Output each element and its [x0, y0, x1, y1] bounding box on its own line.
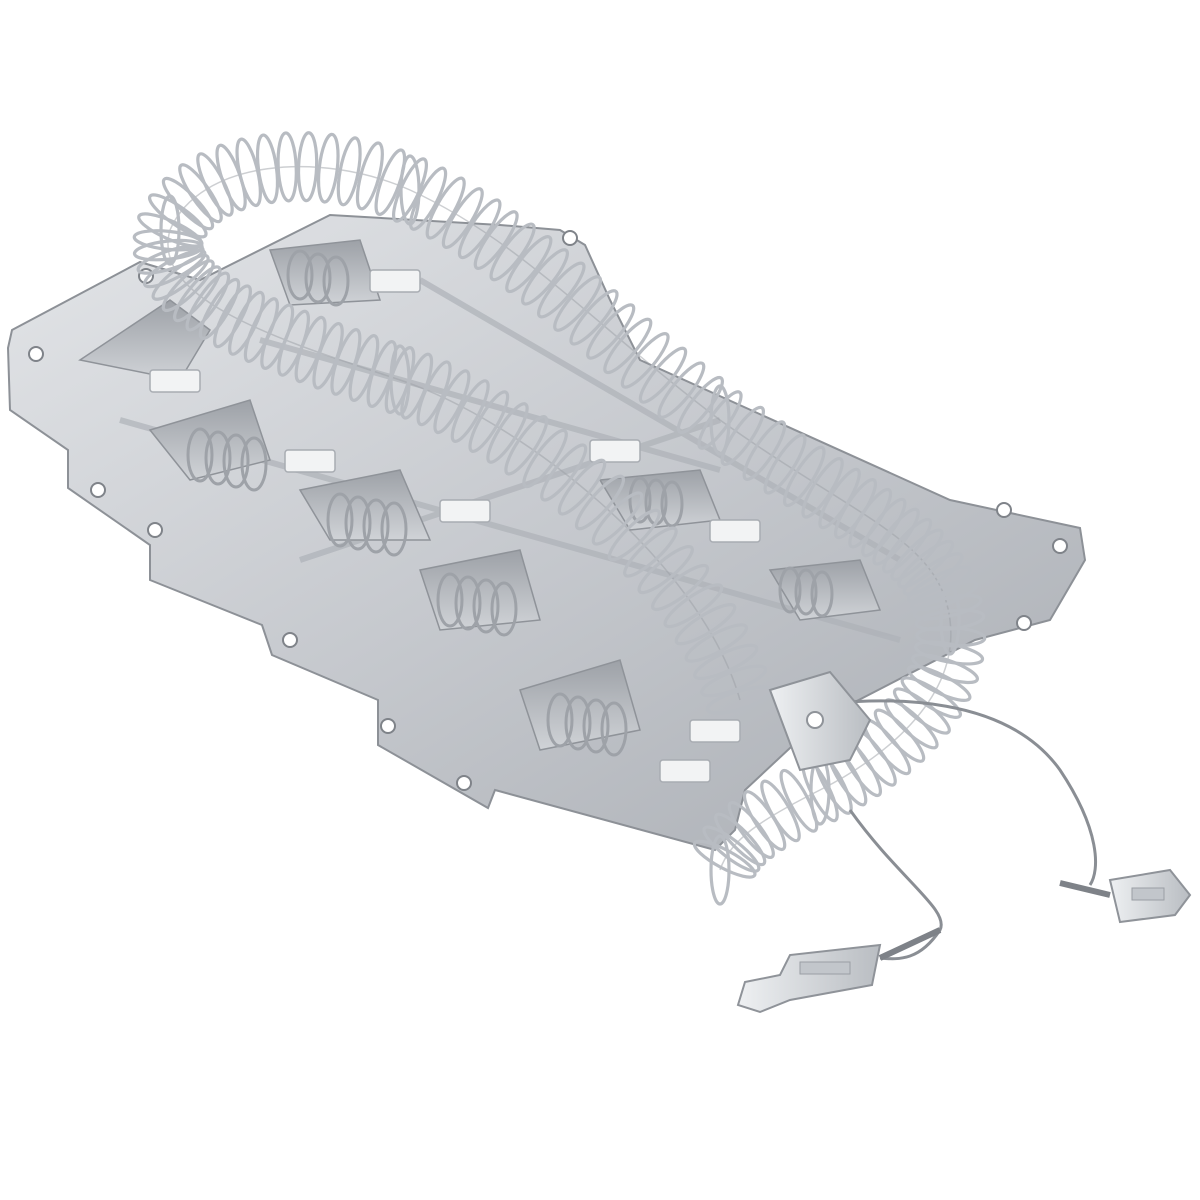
coil-turn — [676, 375, 724, 435]
coil-turn — [504, 415, 549, 476]
coil-turn — [147, 193, 208, 239]
coil-turn — [714, 812, 767, 867]
coil-turn — [441, 187, 484, 250]
coil-turn — [674, 603, 737, 646]
coil-turn — [151, 253, 210, 301]
coil-turn — [468, 390, 510, 453]
coil-turn — [540, 443, 588, 502]
coil-turn — [255, 133, 280, 205]
coil-turn — [173, 265, 222, 323]
coil-turn — [522, 428, 568, 489]
coil-turn — [638, 346, 688, 404]
coil-turn — [276, 131, 298, 203]
coil-turn — [450, 379, 490, 443]
coil-turn — [693, 643, 759, 681]
coil-turn — [637, 545, 694, 595]
coil-turn — [620, 332, 670, 389]
coil-turn — [702, 825, 761, 873]
coil-turn — [336, 136, 362, 207]
coil-turn — [697, 390, 743, 450]
coil-turn — [161, 176, 215, 231]
coil-turn — [537, 261, 586, 319]
coil-turn — [763, 433, 807, 495]
coil-turn — [890, 528, 944, 582]
coil-turn — [198, 277, 241, 341]
coil-turn — [897, 539, 955, 589]
coil-turn — [142, 248, 207, 289]
coil-turn — [720, 405, 765, 467]
coil-turn — [651, 563, 710, 612]
coil-turn — [742, 790, 787, 852]
coil-turn — [914, 640, 985, 666]
coil-turn — [801, 457, 844, 519]
coil-turn — [473, 210, 519, 270]
coil-turn — [553, 275, 603, 332]
coil-turn — [684, 623, 749, 663]
terminal-bracket — [768, 670, 872, 772]
coil-turn — [185, 271, 231, 332]
coil-turn — [374, 148, 407, 216]
lead-wires — [779, 699, 1098, 961]
coil-turn — [296, 131, 319, 203]
coil-turn — [489, 222, 536, 282]
coil-turn — [213, 284, 252, 349]
coil-turn — [228, 290, 265, 356]
coil-turn — [425, 176, 466, 240]
terminal-connector-right — [1059, 868, 1192, 924]
coil-turn — [521, 248, 569, 306]
coil-turn — [912, 593, 983, 621]
coil-turn — [161, 259, 215, 313]
coil-turn — [900, 676, 963, 719]
coil-turn — [709, 834, 731, 906]
coil-turn — [939, 584, 961, 656]
coil-turn — [911, 653, 979, 685]
terminal-connector-left — [736, 927, 942, 1014]
coil-turn — [902, 552, 964, 596]
coil-turn — [505, 235, 553, 294]
coil-turn — [243, 297, 280, 364]
coil-turn — [586, 303, 636, 360]
plate-openings — [78, 239, 882, 751]
coil-turn — [569, 289, 619, 346]
insulator-tabs — [149, 269, 761, 783]
coil-turn — [623, 526, 678, 578]
coil-turn — [663, 583, 724, 629]
coil-turn — [574, 474, 626, 531]
coil-turn — [607, 508, 661, 562]
coil-turn — [779, 768, 819, 833]
coil-turn — [783, 445, 826, 508]
coil-turn — [457, 198, 502, 260]
coil-turn — [915, 626, 987, 648]
coil-turn — [872, 507, 920, 566]
coil-turn — [657, 361, 706, 419]
coil-turn — [603, 317, 653, 375]
coil-turn — [355, 141, 384, 211]
coil-turn — [316, 132, 340, 204]
coil-turn — [591, 491, 644, 546]
coil-turn — [409, 166, 448, 231]
coil-turn — [433, 369, 471, 435]
coil-turn — [557, 458, 607, 516]
coil-turn — [137, 212, 203, 248]
coil-turn — [910, 579, 978, 612]
coil-turn — [392, 157, 428, 223]
coil-turn — [861, 497, 907, 558]
coil-turn — [882, 517, 933, 574]
coil-turn — [906, 664, 972, 703]
coil-turn — [700, 664, 768, 698]
coil-turn — [486, 402, 529, 464]
lower-coils — [186, 249, 834, 757]
coil-turn — [727, 800, 775, 860]
coil-turn — [742, 420, 787, 481]
